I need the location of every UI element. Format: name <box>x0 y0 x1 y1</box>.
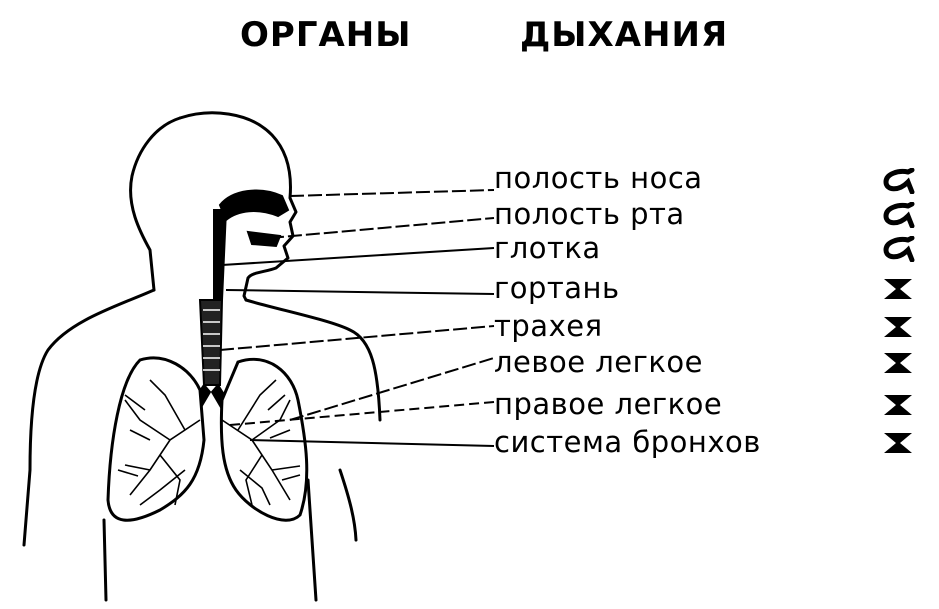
pharynx <box>213 209 228 301</box>
head-outline <box>178 111 298 302</box>
label-right-lung: правое легкое <box>494 387 723 421</box>
torso-left-lower <box>102 518 108 602</box>
leader-trachea <box>219 325 495 351</box>
hourglass-symbol-icon <box>884 433 912 453</box>
label-larynx: гортань <box>494 271 620 305</box>
leader-oral-cavity <box>269 217 495 239</box>
lung-texture <box>117 379 301 506</box>
leader-nasal-cavity <box>289 189 495 197</box>
nasal-cavity <box>218 189 290 222</box>
hourglass-symbol-icon <box>884 395 912 415</box>
alpha-symbol-icon <box>883 202 915 228</box>
label-nasal-cavity: полость носа <box>494 161 703 195</box>
torso-right-lower <box>306 478 318 602</box>
head-back-outline <box>129 116 182 292</box>
alpha-symbol-icon <box>883 168 915 194</box>
oral-cavity <box>246 230 282 248</box>
trachea <box>198 299 224 386</box>
title-word-organs: ОРГАНЫ <box>240 15 412 55</box>
right-lung-shape <box>106 356 206 522</box>
leader-bronchi <box>249 439 495 447</box>
label-pharynx: глотка <box>494 231 601 265</box>
label-left-lung: левое легкое <box>494 345 703 379</box>
alpha-symbol-icon <box>883 236 915 262</box>
neck-shoulder-left <box>22 288 156 547</box>
leader-pharynx <box>221 247 495 266</box>
neck-shoulder-right <box>244 298 382 422</box>
torso-right-side <box>338 468 358 542</box>
hourglass-symbol-icon <box>884 317 912 337</box>
title-word-breathing: ДЫХАНИЯ <box>520 15 729 55</box>
trachea-rings <box>203 309 220 371</box>
hourglass-symbol-icon <box>884 279 912 299</box>
leader-lines <box>219 189 495 447</box>
label-bronchi: система бронхов <box>494 425 761 459</box>
leader-left-lung <box>289 357 495 421</box>
hourglass-symbol-icon <box>884 353 912 373</box>
label-trachea: трахея <box>494 309 603 343</box>
label-oral-cavity: полость рта <box>494 197 685 231</box>
leader-larynx <box>225 289 495 295</box>
